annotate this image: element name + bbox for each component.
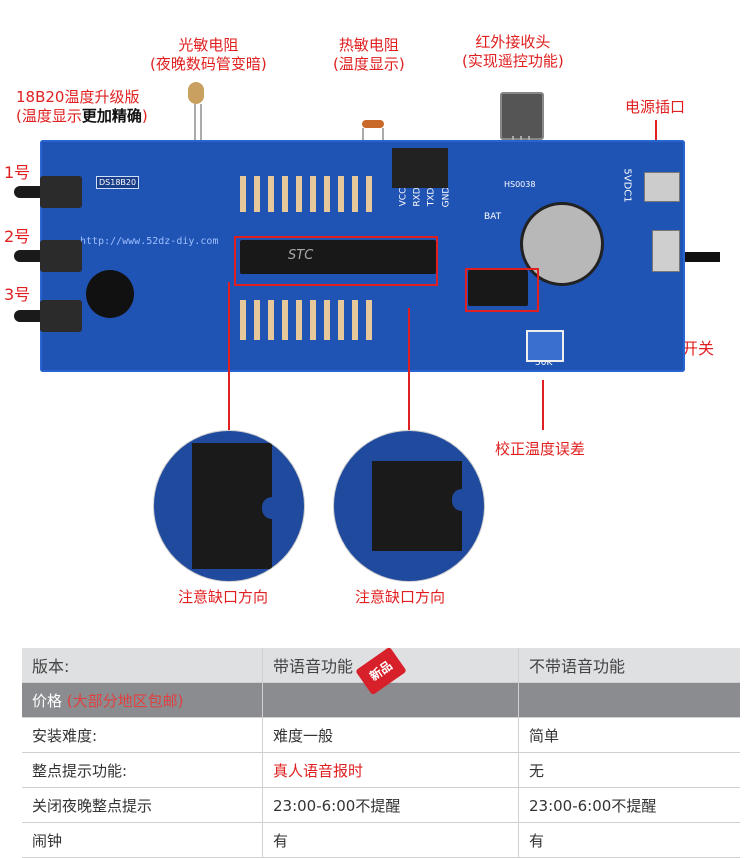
pin-txd: TXD (426, 187, 437, 207)
label-ir-receiver: 红外接收头(实现遥控功能) (462, 33, 564, 70)
hs0038-tag: HS0038 (504, 180, 536, 189)
potentiometer (526, 330, 564, 362)
usb-port (644, 172, 680, 202)
label-photoresistor: 光敏电阻(夜晚数码管变暗) (150, 36, 267, 73)
table-row: 闹钟 有 有 (22, 822, 740, 858)
label-button-2: 2号 (4, 227, 31, 246)
header-no-voice: 不带语音功能 (518, 648, 740, 683)
label-switch: 开关 (682, 339, 715, 358)
label-thermistor: 热敏电阻(温度显示) (333, 36, 405, 73)
label-power: 电源插口 (625, 98, 686, 116)
label-notch-right: 注意缺口方向 (355, 588, 446, 606)
power-tag: 5VDC1 (621, 168, 633, 203)
thermistor-icon (362, 120, 384, 128)
label-button-1: 1号 (4, 163, 31, 182)
buzzer (86, 270, 134, 318)
push-button-2 (14, 240, 82, 272)
table-row: 安装难度: 难度一般 简单 (22, 717, 740, 753)
ir-receiver-icon (500, 92, 544, 140)
pin-rxd: RXD (412, 187, 423, 207)
table-header-row: 版本: 带语音功能 不带语音功能 (22, 648, 740, 683)
push-button-1 (14, 176, 82, 208)
table-row: 整点提示功能: 真人语音报时 无 (22, 752, 740, 788)
mcu-chip: STC (240, 240, 436, 274)
callout-rtc (465, 268, 539, 312)
label-ds18b20: 18B20温度升级版 (温度显示更加精确) (16, 88, 148, 125)
label-calibrate: 校正温度误差 (495, 440, 586, 458)
leader-left (228, 282, 230, 432)
pot-tag: 50K (535, 358, 553, 368)
header-version: 版本: (22, 648, 263, 683)
table-row: 关闭夜晚整点提示 23:00-6:00不提醒 23:00-6:00不提醒 (22, 787, 740, 823)
header-pins (392, 148, 448, 188)
label-notch-left: 注意缺口方向 (178, 588, 269, 606)
pcb-board: http://www.52dz-diy.com DS18B20 HS0038 B… (40, 140, 685, 372)
silk-url: http://www.52dz-diy.com (80, 236, 219, 247)
pin-vcc: VCC (398, 187, 409, 207)
zoom-right (333, 430, 485, 582)
zoom-left (153, 430, 305, 582)
callout-mcu (234, 236, 438, 286)
resistor-row-top (240, 176, 380, 212)
leader-pot (542, 380, 544, 430)
rtc-chip (468, 270, 528, 306)
price-cell: 价格 (大部分地区包邮) (22, 682, 263, 718)
push-button-3 (14, 300, 82, 332)
ds18b20-tag: DS18B20 (96, 176, 140, 189)
pin-gnd: GND (441, 186, 452, 208)
switch-cable (685, 252, 720, 262)
coin-battery (520, 202, 604, 286)
photoresistor-icon (188, 82, 204, 104)
bat-tag: BAT (484, 212, 502, 222)
price-row: 价格 (大部分地区包邮) (22, 682, 740, 718)
resistor-row-bottom (240, 300, 380, 340)
power-switch (652, 230, 680, 272)
leader-right (408, 308, 410, 434)
label-button-3: 3号 (4, 285, 31, 304)
